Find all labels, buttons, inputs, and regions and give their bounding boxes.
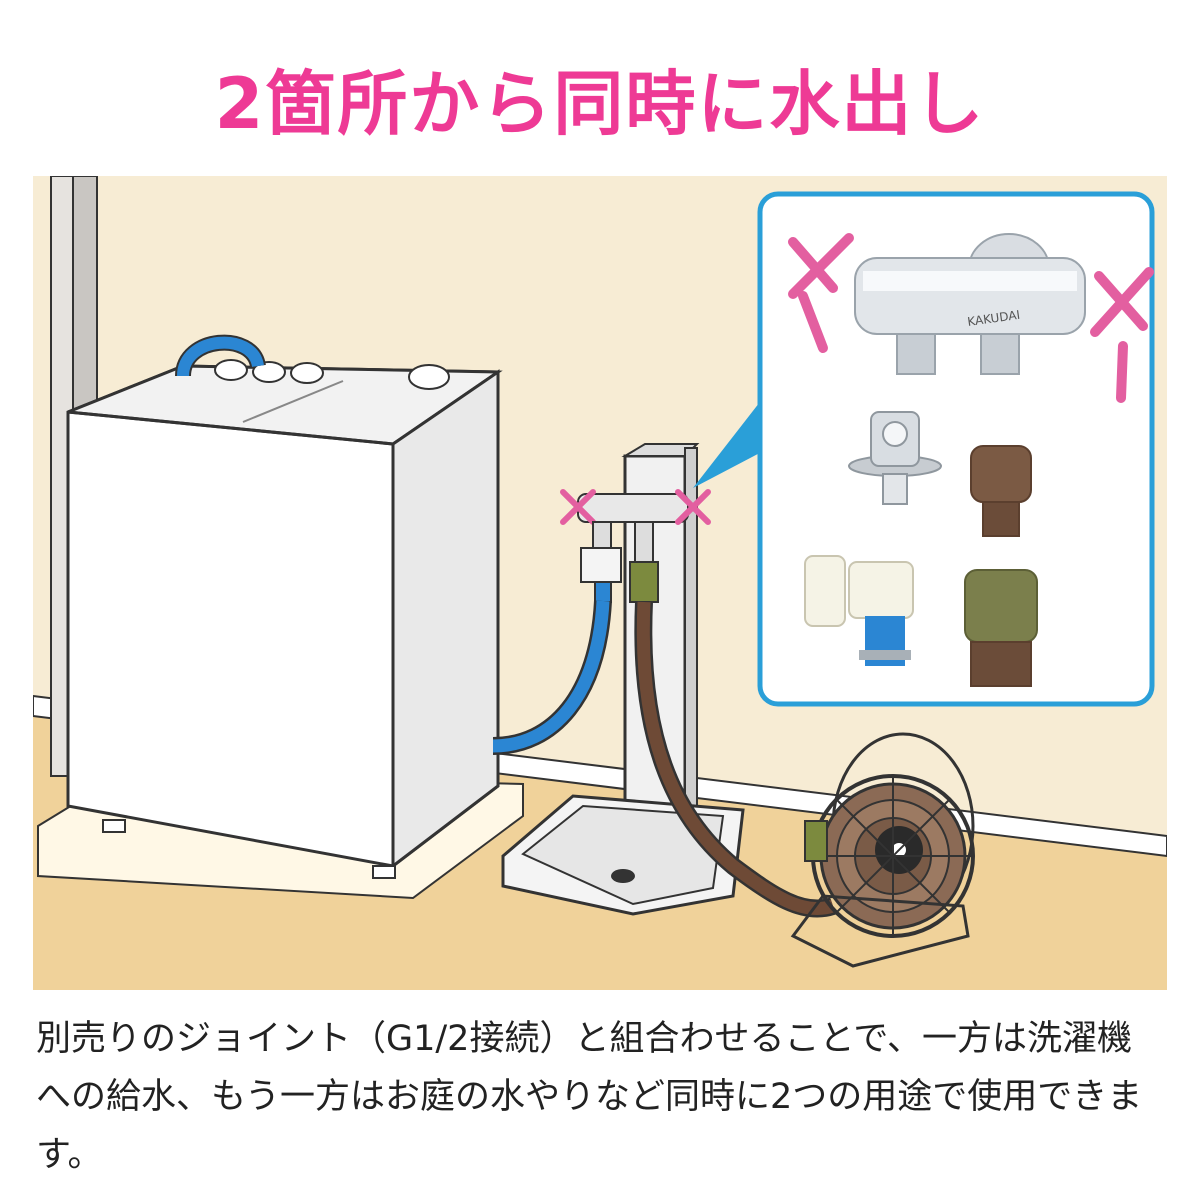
- product-metal-adapter: [848, 411, 942, 505]
- washing-machine: [66, 334, 503, 879]
- twin-faucet: [560, 489, 711, 603]
- illustration-scene: KAKUDAI: [33, 176, 1167, 990]
- product-twin-faucet: KAKUDAI: [788, 233, 1154, 403]
- callout-pointer: [693, 398, 773, 488]
- headline: 2箇所から同時に水出し: [214, 63, 986, 145]
- product-green-hose-connector: [964, 569, 1038, 687]
- product-washer-joint: [804, 555, 914, 666]
- product-brown-tap-connector: [970, 445, 1032, 537]
- product-callout: KAKUDAI: [757, 191, 1155, 707]
- drain-basin: [501, 794, 745, 916]
- hose-reel: [790, 732, 975, 968]
- description-caption: 別売りのジョイント（G1/2接続）と組合わせることで、一方は洗濯機への給水、もう…: [36, 1019, 1143, 1175]
